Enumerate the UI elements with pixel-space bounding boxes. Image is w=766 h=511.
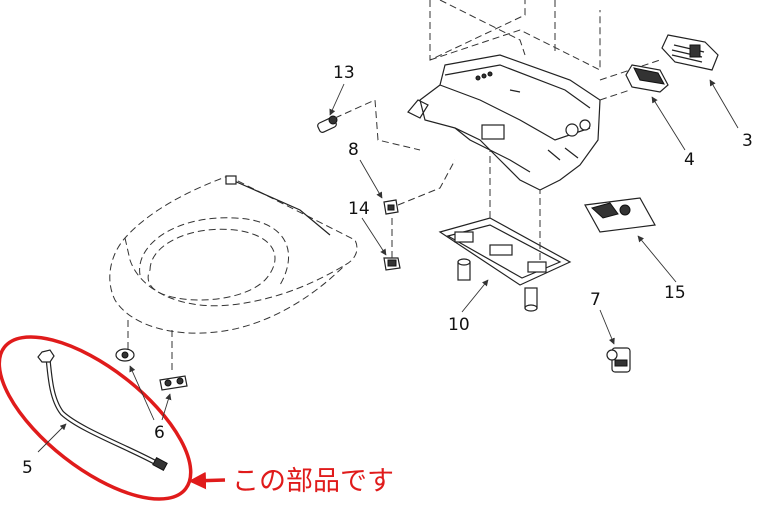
part-10-base-plate bbox=[438, 150, 572, 312]
highlight-arrow bbox=[188, 471, 226, 490]
part-4-filter bbox=[625, 64, 669, 93]
leader-lines bbox=[37, 79, 739, 453]
part-number-6: 6 bbox=[154, 423, 165, 443]
part-13-fitting bbox=[317, 99, 421, 151]
highlight-ellipse bbox=[0, 335, 193, 501]
part-15-label bbox=[584, 197, 656, 233]
part-number-10: 10 bbox=[448, 315, 470, 335]
part-number-14: 14 bbox=[348, 199, 370, 219]
part-5-supply-hose bbox=[37, 349, 168, 472]
part-number-3: 3 bbox=[742, 131, 753, 151]
part-number-5: 5 bbox=[22, 458, 33, 478]
part-3-grille bbox=[661, 34, 719, 71]
annotation-text: この部品です bbox=[232, 466, 394, 497]
part-7-valve bbox=[606, 347, 631, 373]
part-number-7: 7 bbox=[590, 290, 601, 310]
upper-dashed-guides bbox=[429, 0, 661, 101]
part-number-15: 15 bbox=[664, 283, 686, 303]
part-number-4: 4 bbox=[684, 150, 695, 170]
part-number-8: 8 bbox=[348, 140, 359, 160]
part-number-13: 13 bbox=[333, 63, 355, 83]
part-14-bracket bbox=[383, 218, 401, 271]
main-body-unit bbox=[407, 54, 601, 191]
part-8-clip bbox=[383, 159, 456, 215]
toilet-seat-outline bbox=[109, 175, 358, 370]
part-6-bushes bbox=[115, 348, 188, 391]
